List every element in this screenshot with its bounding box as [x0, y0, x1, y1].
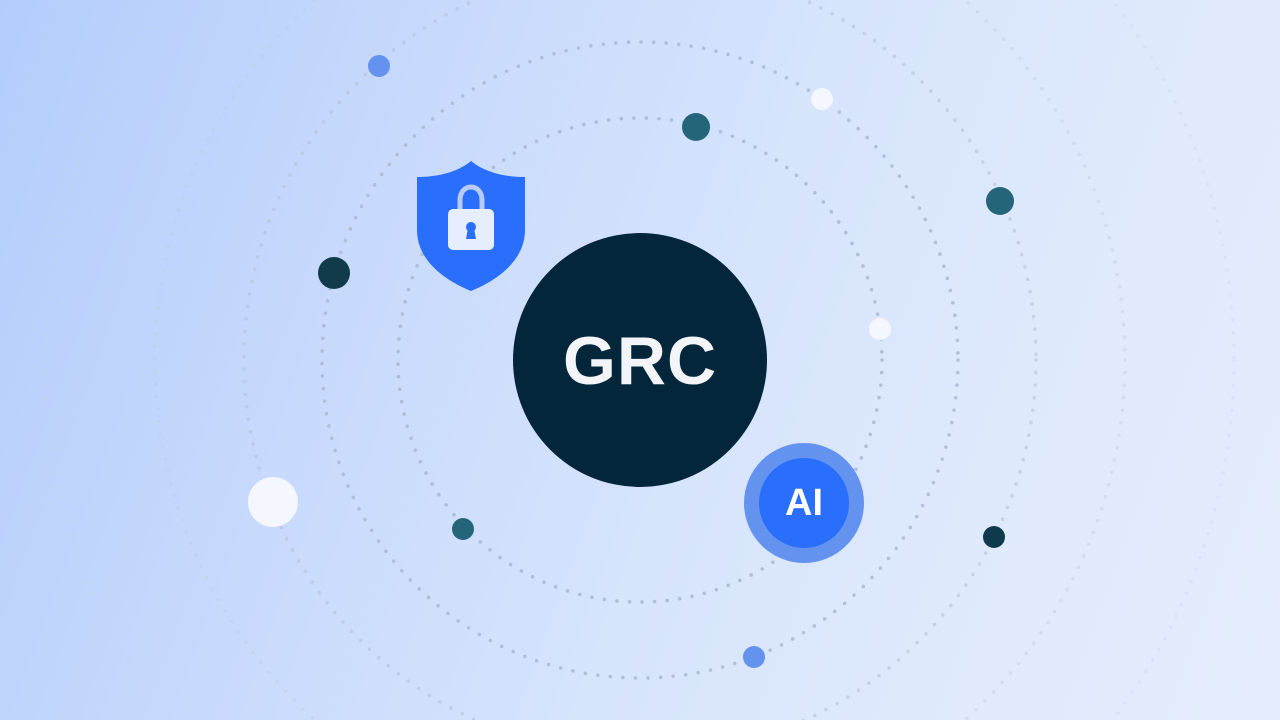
orbit-ring: [396, 116, 884, 604]
dot-navy-left: [318, 257, 350, 289]
dot-white-top-right: [811, 88, 833, 110]
dot-navy-right: [983, 526, 1005, 548]
ai-label: AI: [785, 481, 823, 524]
dot-blue-top-left: [368, 55, 390, 77]
orbit-ring: [242, 0, 1038, 720]
ai-badge: AI: [744, 443, 864, 563]
ai-badge-inner: AI: [759, 458, 849, 548]
dot-teal-right: [986, 187, 1014, 215]
orbit-ring: [44, 0, 1236, 720]
grc-label: GRC: [562, 323, 718, 399]
dot-teal-top: [682, 113, 710, 141]
dot-white-left: [248, 477, 298, 527]
dot-teal-bottom-left: [452, 518, 474, 540]
dot-blue-bottom: [743, 646, 765, 668]
orbit-ring: [320, 40, 960, 680]
shield-lock-icon: [417, 161, 525, 291]
dot-white-right: [869, 318, 891, 340]
grc-hub-circle: GRC: [513, 233, 767, 487]
orbit-ring: [153, 0, 1127, 720]
